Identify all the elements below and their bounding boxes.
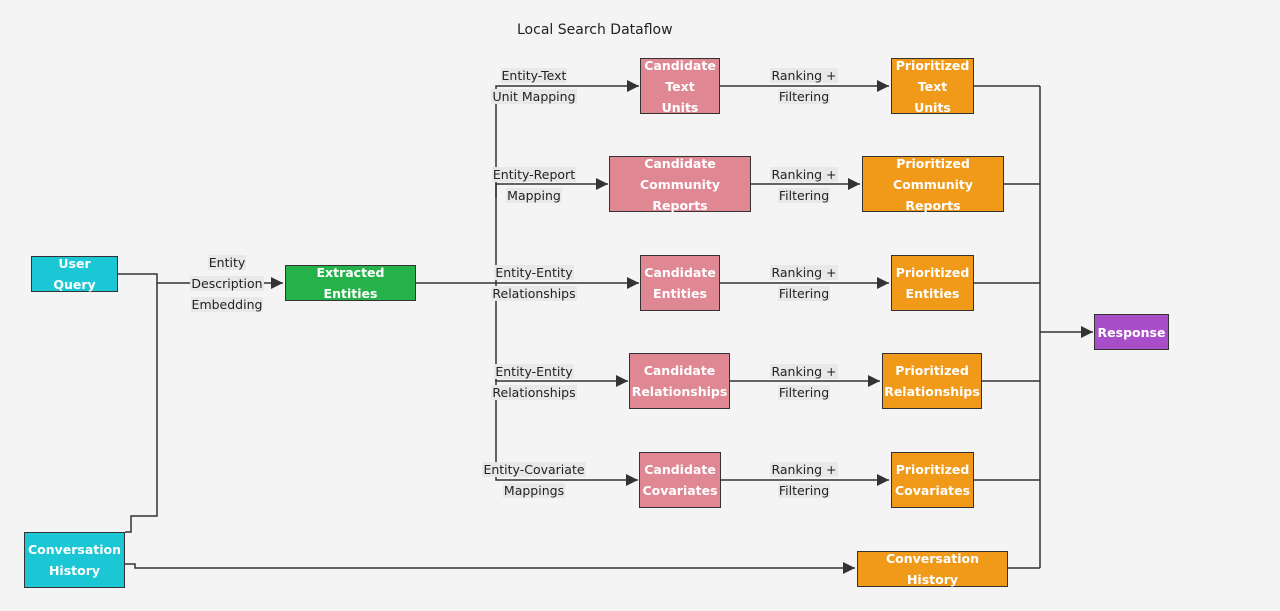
node-prioritized-relationships[interactable]: Prioritized Relationships [882, 353, 982, 409]
edge-label-line: Ranking + [770, 167, 838, 182]
node-prioritized-text-units[interactable]: Prioritized Text Units [891, 57, 974, 115]
edge-label-line: Mapping [506, 188, 562, 203]
edge-label-line: Ranking + [770, 68, 838, 83]
node-label-line: Candidate [644, 57, 716, 73]
node-extracted-entities[interactable]: Extracted Entities [285, 265, 416, 301]
node-label-line: Text Units [914, 78, 951, 115]
node-label-line: History [48, 563, 101, 578]
edge-label-entity-report-mapping: Entity-Report Mapping [484, 164, 584, 206]
node-label-line: Prioritized [895, 462, 970, 477]
node-conversation-history-input[interactable]: Conversation History [24, 532, 125, 588]
edge-label-line: Relationships [491, 385, 577, 400]
node-label-line: Text Units [661, 78, 699, 115]
node-prioritized-covariates[interactable]: Prioritized Covariates [891, 452, 974, 508]
edge-label-line: Filtering [777, 188, 831, 203]
edge-label-line: Filtering [777, 385, 831, 400]
node-label-line: Prioritized [896, 155, 970, 171]
edge-conversation-history-merge [125, 283, 158, 533]
node-label-line: Conversation [27, 542, 122, 557]
edge-label-entity-description-embedding: Entity Description Embedding [186, 252, 268, 315]
node-label-line: Entities [905, 286, 960, 301]
node-response-label: Response [1097, 324, 1166, 340]
node-user-query[interactable]: User Query [31, 256, 118, 292]
node-label-line: Covariates [894, 483, 971, 498]
node-candidate-entities[interactable]: Candidate Entities [640, 255, 720, 311]
node-label-line: Candidate [644, 155, 716, 171]
node-label-line: Candidate [644, 462, 716, 477]
edge-label-entity-text-unit-mapping: Entity-Text Unit Mapping [484, 65, 584, 107]
edge-label-line: Entity-Entity [494, 265, 574, 280]
edge-label-ranking-filtering: Ranking + Filtering [764, 262, 844, 304]
edge-conversation-history-out [125, 562, 855, 574]
diagram-title: Local Search Dataflow [517, 22, 673, 38]
edge-label-line: Ranking + [770, 364, 838, 379]
edge-label-line: Entity-Covariate [482, 462, 586, 477]
node-label-line: Community Reports [892, 176, 974, 213]
edge-label-line: Entity [207, 255, 247, 270]
edge-label-line: Mappings [502, 483, 566, 498]
edge-label-line: Relationships [491, 286, 577, 301]
node-candidate-covariates[interactable]: Candidate Covariates [639, 452, 721, 508]
node-conversation-history-output-label: Conversation History [885, 551, 980, 587]
edge-label-line: Ranking + [770, 462, 838, 477]
node-response[interactable]: Response [1094, 314, 1169, 350]
node-prioritized-community-reports[interactable]: Prioritized Community Reports [862, 155, 1004, 213]
edge-label-line: Unit Mapping [491, 89, 577, 104]
node-label-line: Candidate [644, 265, 716, 280]
edge-label-line: Entity-Report [491, 167, 577, 182]
edge-label-ranking-filtering: Ranking + Filtering [764, 459, 844, 501]
edge-label-line: Embedding [190, 297, 264, 312]
edge-label-line: Filtering [777, 286, 831, 301]
edge-label-entity-entity-relationships-1: Entity-Entity Relationships [484, 262, 584, 304]
node-candidate-text-units[interactable]: Candidate Text Units [640, 57, 720, 115]
node-label-line: Prioritized [895, 265, 970, 280]
edge-label-line: Entity-Entity [494, 364, 574, 379]
node-candidate-relationships[interactable]: Candidate Relationships [629, 353, 730, 409]
edge-label-entity-covariate-mappings: Entity-Covariate Mappings [474, 459, 594, 501]
node-label-line: Covariates [642, 483, 718, 498]
edge-label-line: Description [190, 276, 264, 291]
node-label-line: Prioritized [895, 57, 970, 73]
node-candidate-community-reports[interactable]: Candidate Community Reports [609, 155, 751, 213]
node-label-line: Community Reports [639, 176, 721, 213]
edge-label-ranking-filtering: Ranking + Filtering [764, 65, 844, 107]
node-label-line: Entities [653, 286, 707, 301]
edge-label-entity-entity-relationships-2: Entity-Entity Relationships [484, 361, 584, 403]
edge-label-line: Filtering [777, 483, 831, 498]
node-prioritized-entities[interactable]: Prioritized Entities [891, 255, 974, 311]
node-label-line: Relationships [631, 384, 728, 399]
node-extracted-entities-label: Extracted Entities [316, 265, 385, 301]
edge-label-line: Ranking + [770, 265, 838, 280]
node-label-line: Prioritized [895, 363, 969, 378]
node-user-query-label: User Query [53, 256, 96, 292]
node-label-line: Relationships [884, 384, 980, 399]
edge-label-line: Entity-Text [500, 68, 568, 83]
edge-label-line: Filtering [777, 89, 831, 104]
edge-label-ranking-filtering: Ranking + Filtering [764, 361, 844, 403]
edge-label-ranking-filtering: Ranking + Filtering [764, 164, 844, 206]
node-conversation-history-output[interactable]: Conversation History [857, 551, 1008, 587]
edge-to-candidate-community-reports [495, 178, 608, 198]
node-label-line: Candidate [643, 363, 716, 378]
